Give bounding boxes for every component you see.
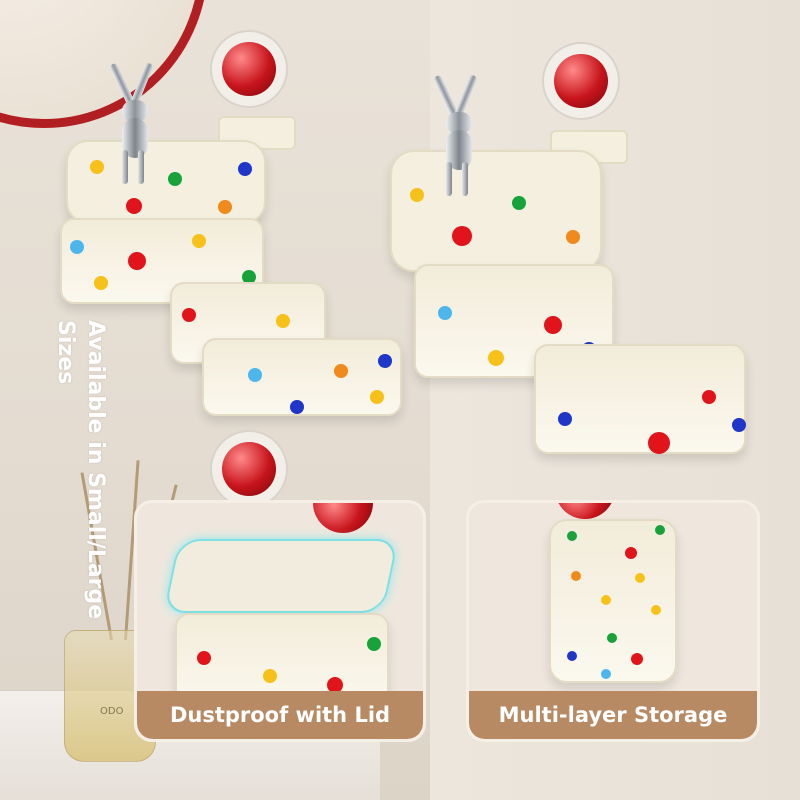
tray-top-lid	[390, 150, 602, 272]
silver-rabbit-figurine	[109, 62, 160, 192]
bottle-label: ODO	[100, 706, 124, 717]
stacked-trays	[549, 519, 677, 683]
size-availability-text: Available in Small/Large Sizes	[30, 320, 110, 620]
round-mirror	[0, 0, 208, 128]
lid	[163, 539, 399, 613]
silver-rabbit-figurine	[433, 74, 484, 204]
suction-knob	[313, 503, 373, 533]
tray-top-lid	[66, 140, 266, 224]
suction-knob	[554, 54, 608, 108]
tray-layer-2	[534, 344, 746, 454]
suction-knob	[555, 503, 615, 519]
multi-layer-panel: Multi-layer Storage	[466, 500, 760, 742]
panel-caption: Multi-layer Storage	[469, 691, 757, 739]
suction-knob	[222, 42, 276, 96]
side-text: Available in Small/Large Sizes	[53, 320, 108, 620]
suction-knob	[222, 442, 276, 496]
tray-layer-3	[202, 338, 402, 416]
dustproof-panel: Dustproof with Lid	[134, 500, 426, 742]
panel-caption: Dustproof with Lid	[137, 691, 423, 739]
